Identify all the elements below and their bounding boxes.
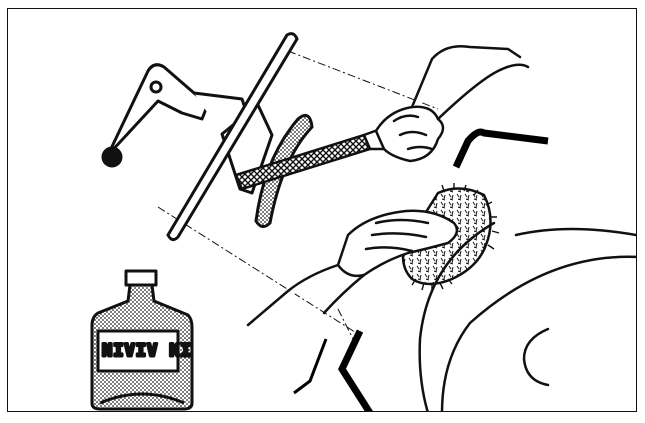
- illustration-frame: NIVIV KI: [7, 8, 637, 412]
- maintenance-illustration: NIVIV KI: [8, 9, 637, 412]
- chevron-upper: [456, 132, 548, 167]
- chevron-lower-thin: [294, 339, 326, 393]
- bottle-label-text: NIVIV KI: [102, 341, 192, 361]
- chevron-lower: [342, 331, 370, 412]
- oil-bottle: NIVIV KI: [92, 271, 192, 409]
- rod: [168, 34, 297, 240]
- hand-holding-file: [376, 46, 528, 161]
